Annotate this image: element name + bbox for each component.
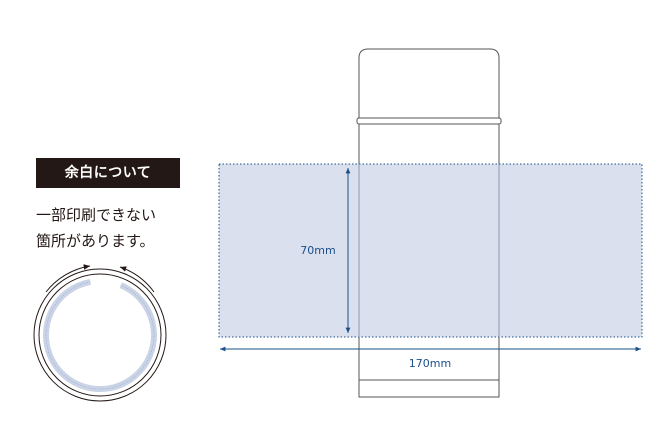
bottle-cap <box>358 48 500 118</box>
print-band <box>43 278 157 392</box>
print-band-outline <box>45 281 155 390</box>
print-area <box>218 163 643 338</box>
margin-note-title: 余白について <box>36 158 180 188</box>
bottle-collar <box>356 117 502 125</box>
width-dimension-label: 170mm <box>409 357 451 370</box>
height-dimension-label: 70mm <box>300 244 335 257</box>
margin-note-line: 一部印刷できない <box>36 206 157 224</box>
inner-ring <box>38 273 162 397</box>
rotation-arrow-right <box>119 266 155 293</box>
margin-note-line: 箇所があります。 <box>36 232 155 250</box>
outer-ring <box>33 268 167 402</box>
top-view-diagram <box>33 264 167 402</box>
rotation-arrow-left <box>45 264 91 293</box>
margin-note-text: 一部印刷できない 箇所があります。 <box>36 202 196 254</box>
